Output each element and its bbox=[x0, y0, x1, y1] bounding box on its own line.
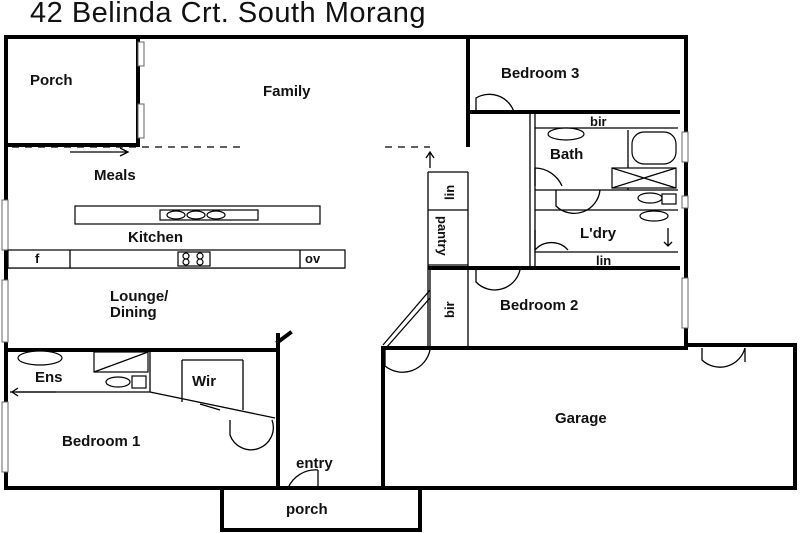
label-bath: Bath bbox=[550, 146, 583, 163]
doors bbox=[229, 93, 746, 489]
direction-arrow bbox=[70, 147, 130, 157]
plan-title: 42 Belinda Crt. South Morang bbox=[30, 0, 426, 29]
fixtures bbox=[7, 127, 677, 411]
label-entry: entry bbox=[296, 455, 333, 472]
label-lounge: Lounge/ bbox=[110, 288, 169, 305]
label-linen-laundry: lin bbox=[596, 253, 611, 268]
label-family: Family bbox=[263, 83, 311, 100]
label-bir-bedroom-2: bir bbox=[442, 301, 457, 318]
direction-arrow-up bbox=[425, 150, 435, 168]
label-bedroom-3: Bedroom 3 bbox=[501, 65, 579, 82]
front-porch bbox=[220, 486, 422, 532]
label-laundry: L'dry bbox=[580, 225, 617, 242]
label-dining: Dining bbox=[110, 304, 157, 321]
label-oven: ov bbox=[305, 251, 321, 266]
label-pantry: pantry bbox=[435, 216, 450, 257]
windows bbox=[1, 41, 689, 473]
outer-walls bbox=[4, 35, 797, 490]
label-bedroom-1: Bedroom 1 bbox=[62, 433, 140, 450]
label-linen-upper: lin bbox=[442, 185, 457, 200]
label-porch: Porch bbox=[30, 72, 73, 89]
label-porch-front: porch bbox=[286, 501, 328, 518]
label-ensuite: Ens bbox=[35, 369, 63, 386]
label-wir: Wir bbox=[192, 373, 216, 390]
label-bedroom-2: Bedroom 2 bbox=[500, 297, 578, 314]
label-meals: Meals bbox=[94, 167, 136, 184]
label-bir-bedroom-3: bir bbox=[590, 114, 607, 129]
label-kitchen: Kitchen bbox=[128, 229, 183, 246]
label-fridge: f bbox=[35, 251, 40, 266]
room-labels: Porch Family Bedroom 3 bir Bath Meals li… bbox=[30, 65, 617, 518]
label-garage: Garage bbox=[555, 410, 607, 427]
